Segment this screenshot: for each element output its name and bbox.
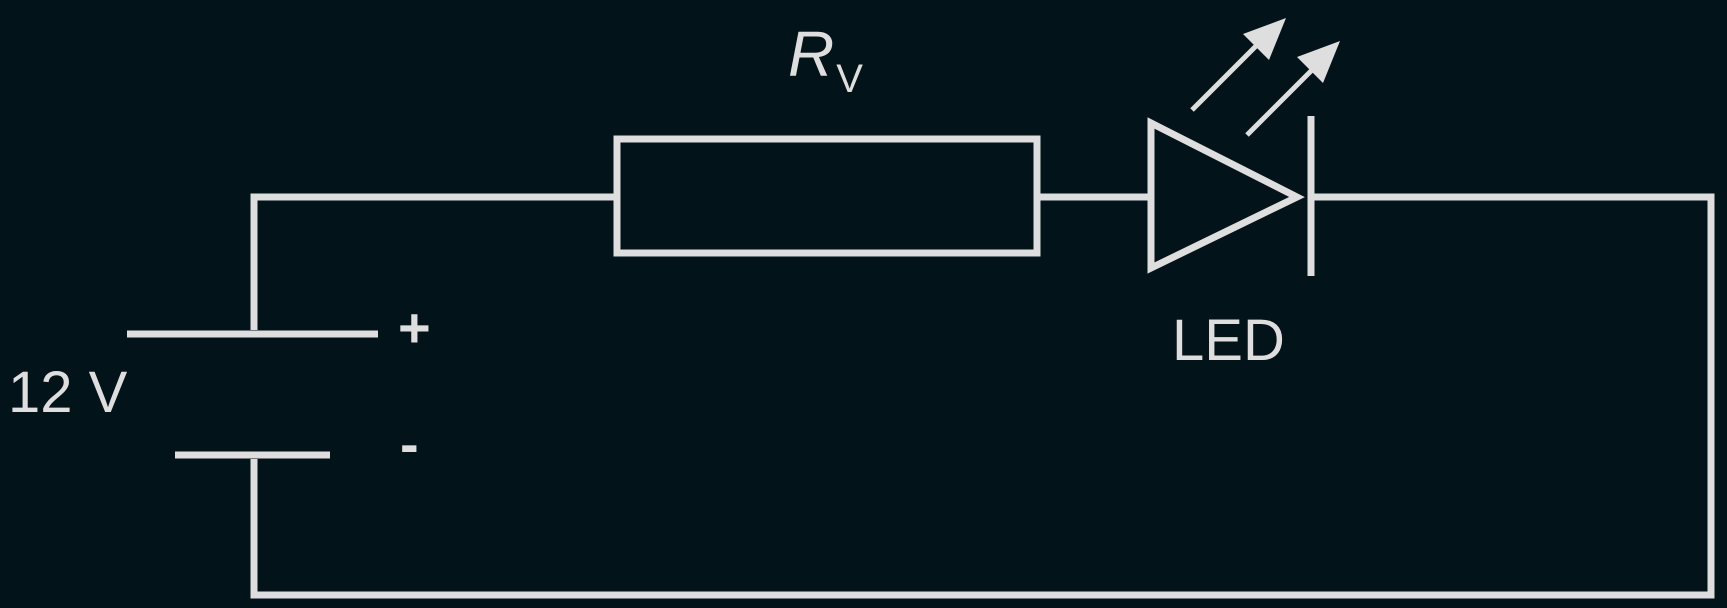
battery-negative-marker: - (400, 412, 419, 475)
resistor-symbol: R (788, 18, 835, 90)
wire-led-to-battery-negative (250, 193, 1715, 599)
resistor-subscript: V (836, 57, 863, 101)
emission-arrow-1-shaft (1190, 42, 1260, 112)
led-label: LED (1172, 308, 1285, 373)
battery-voltage-label: 12 V (8, 360, 128, 425)
led-triangle (1147, 117, 1305, 274)
resistor-label: RV (788, 22, 863, 99)
battery-positive-marker: + (398, 296, 431, 359)
resistor-body (613, 135, 1041, 257)
wire-battery-positive-to-resistor (250, 193, 617, 330)
emission-arrow-2-head (1297, 41, 1340, 83)
emission-arrow-1-head (1243, 18, 1286, 60)
emission-arrow-2-shaft (1245, 67, 1315, 137)
